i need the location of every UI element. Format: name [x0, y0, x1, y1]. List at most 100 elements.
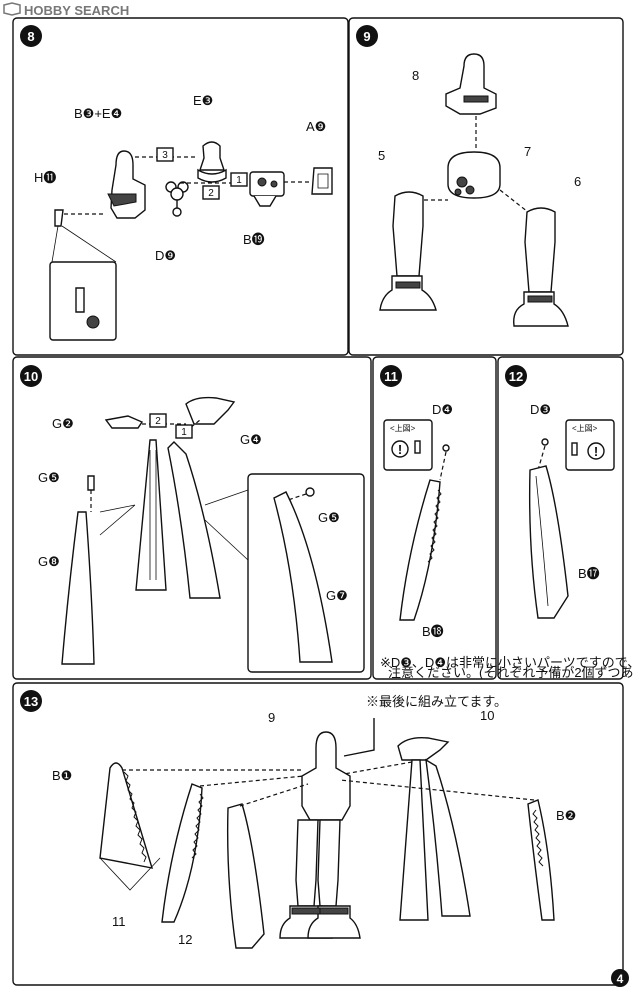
step-9-diagram: 8 7 5 6 [378, 53, 581, 327]
detail-inset [247, 473, 365, 673]
shoulder-part-10 [397, 736, 450, 761]
order-box: 2 [202, 185, 220, 200]
svg-text:9: 9 [268, 710, 275, 725]
step-10-diagram: 2 1 G❷ G❹ G❺ G❽ G❺ G❼ [38, 396, 365, 673]
leg-part-5 [392, 191, 424, 277]
svg-text:11: 11 [112, 914, 126, 929]
step-badge-10: 10 [20, 365, 42, 387]
panel-step-10 [12, 356, 372, 680]
panel-step-11 [372, 356, 497, 680]
waist-part-b19 [249, 171, 285, 207]
order-box: 1 [175, 424, 193, 439]
step-number: 11 [384, 369, 398, 384]
svg-text:B⓲: B⓲ [422, 624, 444, 639]
leg-part-6 [524, 207, 556, 293]
svg-text:10: 10 [480, 708, 494, 723]
blade-part-b18 [399, 479, 441, 621]
svg-text:※D❸、D❹は非常に小さいパーツですので、取扱いにご: ※D❸、D❹は非常に小さいパーツですので、取扱いにご [380, 655, 634, 670]
small-parts-note: ※D❸、D❹は非常に小さいパーツですので、取扱いにご 注意ください。(それぞれ予… [380, 655, 634, 680]
step-number: 12 [509, 369, 523, 384]
logo-mark-icon [3, 2, 21, 16]
panel-borders [12, 17, 624, 986]
step-badge-12: 12 [505, 365, 527, 387]
page-number-badge: 4 [611, 969, 629, 987]
peg-part-h11 [54, 209, 64, 227]
svg-text:G❽: G❽ [38, 554, 60, 569]
hobby-search-logo: HOBBY SEARCH [3, 2, 129, 18]
svg-text:H⓫: H⓫ [34, 170, 56, 185]
svg-text:B⓱: B⓱ [578, 566, 600, 581]
drape-part-g8 [61, 511, 95, 665]
order-box: 2 [149, 413, 167, 428]
svg-text:1: 1 [236, 175, 242, 186]
step-11-diagram: <上図> ! D❹ B⓲ [383, 402, 453, 639]
svg-text:D❾: D❾ [155, 248, 176, 263]
connector-part-g2 [104, 415, 144, 429]
svg-text:B❶: B❶ [52, 768, 72, 783]
svg-text:!: ! [398, 442, 402, 457]
peg-part-g5 [87, 475, 95, 491]
drape-part-g7 [273, 491, 333, 663]
svg-text:8: 8 [412, 68, 419, 83]
svg-text:G❺: G❺ [318, 510, 340, 525]
caution-icon [391, 440, 409, 458]
step-badge-11: 11 [380, 365, 402, 387]
svg-text:B⓳: B⓳ [243, 232, 265, 247]
svg-text:6: 6 [574, 174, 581, 189]
caution-icon [587, 442, 605, 460]
panel-step-13 [12, 682, 624, 986]
svg-text:B❷: B❷ [556, 808, 576, 823]
svg-text:G❷: G❷ [52, 416, 74, 431]
step-number: 8 [27, 29, 34, 44]
hip-joint-part [199, 141, 225, 171]
svg-text:A❾: A❾ [306, 119, 326, 134]
svg-text:1: 1 [181, 427, 187, 438]
svg-text:<上図>: <上図> [390, 424, 416, 433]
order-box: 1 [230, 172, 248, 187]
view-callout-box [565, 419, 615, 471]
svg-text:3: 3 [162, 150, 168, 161]
step-badge-13: 13 [20, 690, 42, 712]
step-badges: 8 9 10 11 12 13 [20, 25, 527, 712]
drape-part-13-right [425, 758, 471, 917]
blade-part-12 [226, 803, 265, 949]
svg-text:D❸: D❸ [530, 402, 551, 417]
svg-text:G❹: G❹ [240, 432, 262, 447]
drape-part-side [167, 441, 221, 599]
detail-inset [49, 261, 117, 341]
svg-text:7: 7 [524, 144, 531, 159]
svg-text:G❼: G❼ [326, 588, 348, 603]
panel-step-12 [497, 356, 624, 680]
step-number: 9 [363, 29, 370, 44]
svg-text:!: ! [594, 444, 598, 459]
drape-part-13-left [399, 759, 429, 921]
torso-part [110, 150, 146, 219]
svg-text:2: 2 [155, 416, 161, 427]
step-12-diagram: <上図> ! D❸ B⓱ [528, 402, 615, 619]
svg-text:D❹: D❹ [432, 402, 453, 417]
step-badge-8: 8 [20, 25, 42, 47]
page-number: 4 [617, 972, 624, 986]
svg-text:B❸+E❹: B❸+E❹ [74, 106, 122, 121]
svg-text:2: 2 [208, 188, 214, 199]
step-13-diagram: ※最後に組み立てます。 9 10 11 12 B❶ [52, 694, 576, 949]
figure-assembly-9 [301, 731, 351, 821]
step-number: 13 [24, 694, 38, 709]
step-badge-9: 9 [356, 25, 378, 47]
logo-text: HOBBY SEARCH [24, 3, 129, 18]
svg-text:注意ください。(それぞれ予備が2個ずつあります): 注意ください。(それぞれ予備が2個ずつあります) [388, 665, 634, 680]
step-8-diagram: 3 2 1 B❸+E❹ E❸ A❾ H⓫ D❾ B⓳ [34, 93, 333, 341]
panel-step-8 [12, 17, 349, 356]
drape-part-center [135, 439, 167, 591]
order-box: 3 [156, 147, 174, 162]
svg-text:12: 12 [178, 932, 192, 947]
svg-text:5: 5 [378, 148, 385, 163]
svg-text:E❸: E❸ [193, 93, 213, 108]
shoulder-part-g4 [185, 396, 236, 425]
blade-part-b17 [528, 465, 569, 619]
view-callout-box [383, 419, 433, 471]
small-joint-part-d9 [165, 181, 189, 217]
panel-step-9 [348, 17, 624, 356]
step-number: 10 [24, 369, 38, 384]
